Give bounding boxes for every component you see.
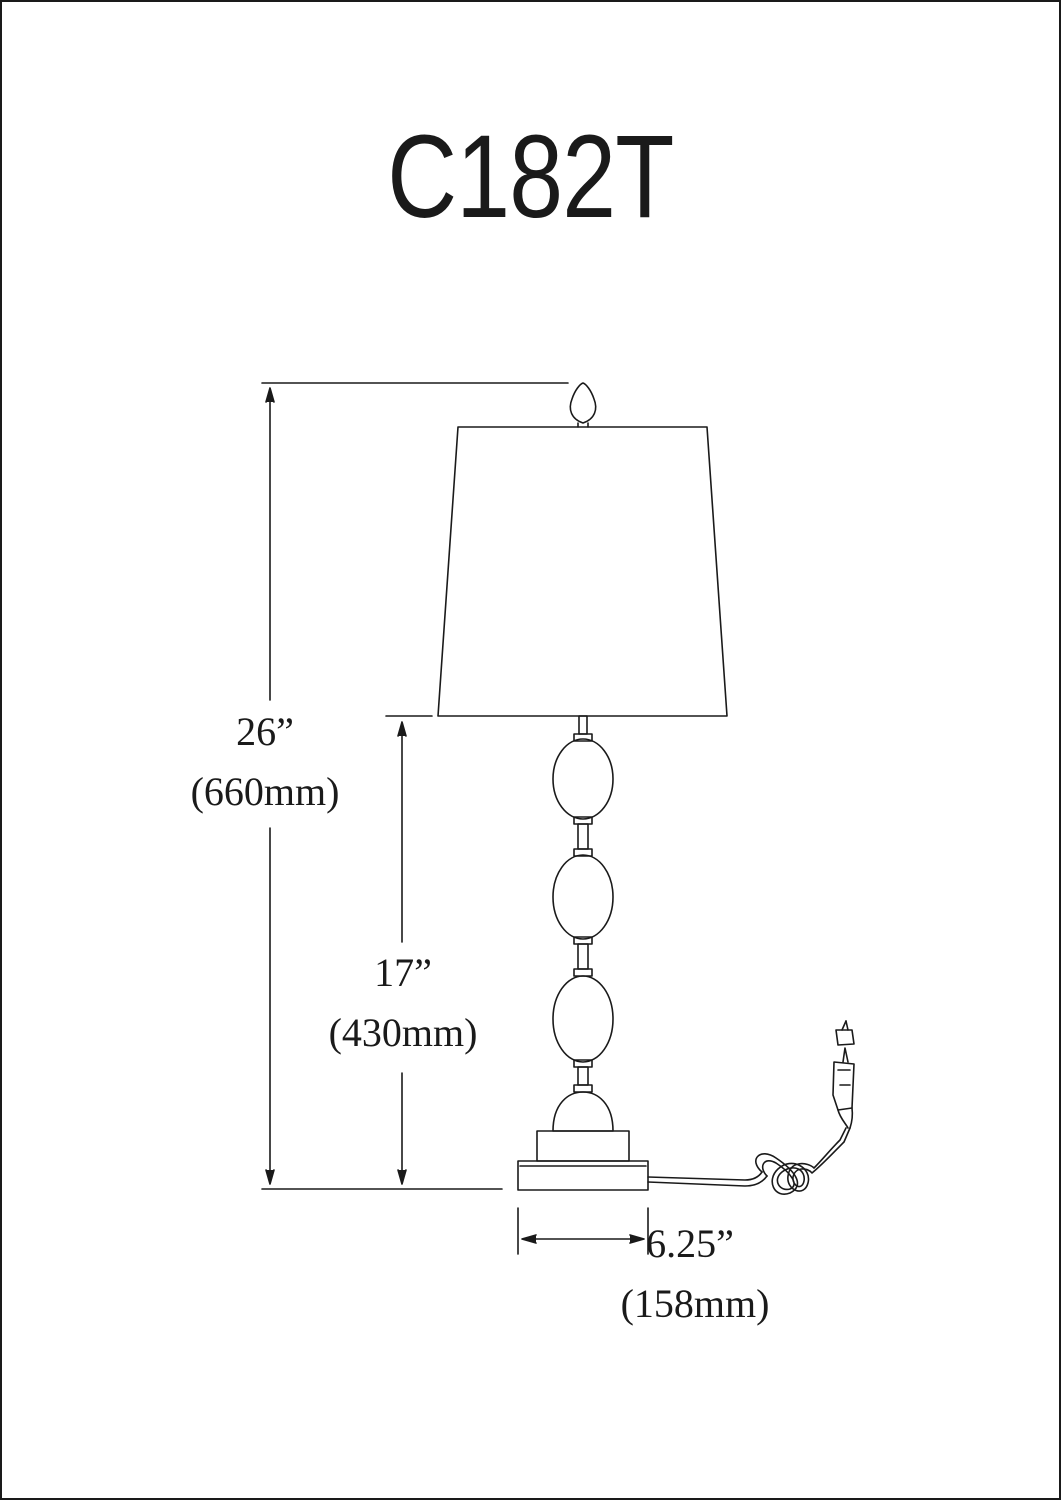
finial — [569, 382, 597, 428]
lamp-shade — [437, 426, 728, 717]
model-number-title: C182T — [387, 111, 674, 243]
base-width-metric-label: (158mm) — [620, 1281, 770, 1326]
lamp-base — [517, 1130, 649, 1191]
base-width-imperial-label: 6.25” — [646, 1221, 734, 1266]
base-to-shade-metric-label: (430mm) — [328, 1010, 478, 1055]
base-to-shade-imperial-label: 17” — [374, 950, 432, 995]
lamp-stem — [552, 715, 614, 1132]
overall-height-metric-label: (660mm) — [190, 769, 340, 814]
overall-height-imperial-label: 26” — [236, 709, 294, 754]
base-width-dimension-line — [517, 1207, 649, 1255]
power-cord — [647, 1127, 851, 1195]
plug-icon — [832, 1020, 855, 1129]
base-to-shade-dimension-line — [385, 715, 433, 1185]
overall-height-dimension-line — [261, 382, 569, 1190]
